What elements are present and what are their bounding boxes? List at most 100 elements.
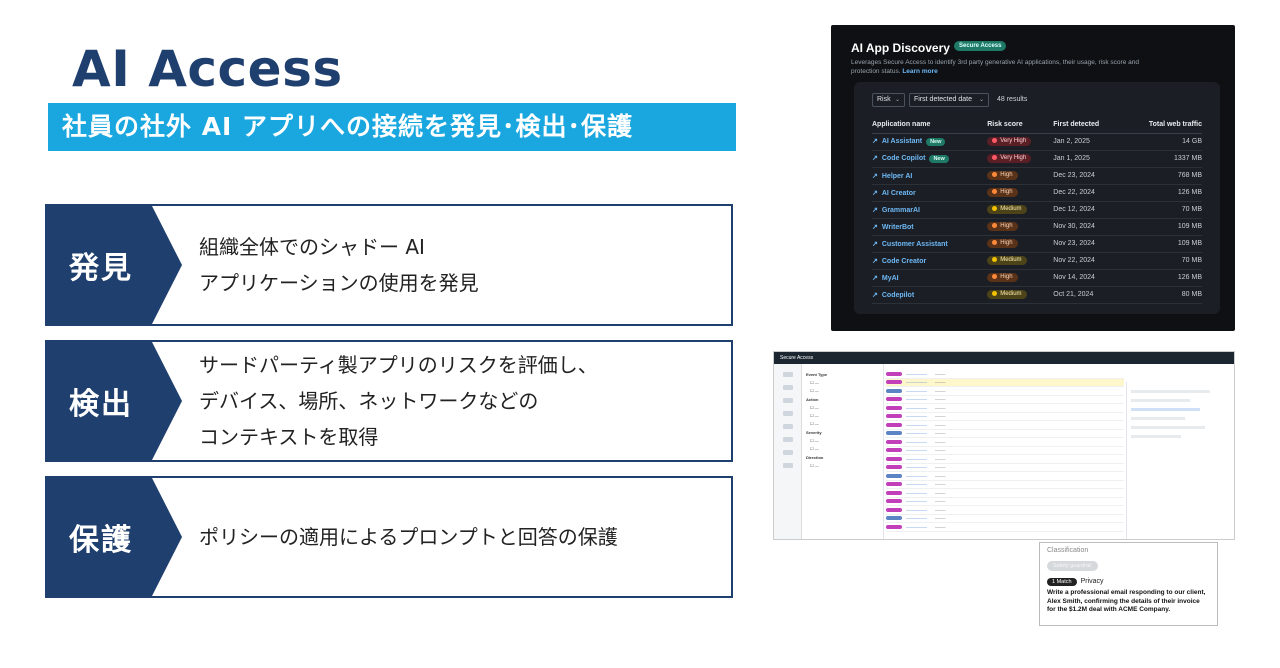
event-row[interactable]: ――――――――― <box>886 523 1124 532</box>
column-header[interactable]: Application name <box>872 116 988 134</box>
column-header[interactable]: Total web traffic <box>1122 116 1202 134</box>
app-name-cell[interactable]: ↗MyAI <box>872 269 988 287</box>
learn-more-link[interactable]: Learn more <box>902 68 938 75</box>
column-header[interactable]: Risk score <box>987 116 1054 134</box>
event-row[interactable]: ――――――――― <box>886 430 1124 438</box>
event-row[interactable]: ――――――――― <box>886 447 1124 455</box>
event-link[interactable]: ―――――― <box>906 456 927 461</box>
event-row[interactable]: ――――――――― <box>886 387 1124 396</box>
event-link[interactable]: ―――――― <box>906 507 927 512</box>
event-cell: ――― <box>935 397 946 402</box>
card-tag-label: 検出 <box>69 387 133 422</box>
event-link[interactable]: ―――――― <box>906 371 927 376</box>
event-cell: ――― <box>935 414 946 419</box>
date-cell: Nov 30, 2024 <box>1053 218 1123 236</box>
column-header[interactable]: First detected <box>1053 116 1123 134</box>
results-count: 48 results <box>997 96 1028 103</box>
event-link[interactable]: ―――――― <box>906 524 927 529</box>
event-row[interactable]: ――――――――― <box>886 498 1124 506</box>
event-row[interactable]: ――――――――― <box>886 464 1124 472</box>
risk-pill: High <box>987 239 1018 248</box>
chevron-down-icon: ⌄ <box>978 97 984 103</box>
nav-icon[interactable] <box>782 450 793 455</box>
event-link[interactable]: ―――――― <box>906 499 927 504</box>
event-link[interactable]: ―――――― <box>906 380 927 385</box>
event-row[interactable]: ――――――――― <box>886 421 1124 430</box>
nav-icon[interactable] <box>782 398 793 403</box>
app-name-cell[interactable]: ↗AI Creator <box>872 184 988 202</box>
nav-icon[interactable] <box>782 424 793 429</box>
app-name-cell[interactable]: ↗WriterBot <box>872 218 988 236</box>
event-row[interactable]: ――――――――― <box>886 396 1124 404</box>
event-link[interactable]: ―――――― <box>906 414 927 419</box>
app-name-cell[interactable]: ↗GrammarAI <box>872 201 988 219</box>
filter-option[interactable]: ☐ ― <box>810 446 819 451</box>
app-name-cell[interactable]: ↗Codepilot <box>872 286 988 304</box>
event-cell: ――― <box>935 456 946 461</box>
filter-option[interactable]: ☐ ― <box>810 405 819 410</box>
risk-pill: High <box>987 171 1018 180</box>
filter-option[interactable]: ☐ ― <box>810 463 819 468</box>
filter-option[interactable]: ☐ ― <box>810 388 819 393</box>
event-link[interactable]: ―――――― <box>906 516 927 521</box>
event-type-pill <box>886 456 902 461</box>
event-row[interactable]: ――――――――― <box>886 438 1124 447</box>
card-detect: 検出 サードパーティ製アプリのリスクを評価し、 デバイス、場所、ネットワークなど… <box>45 340 733 462</box>
filter-option[interactable]: ☐ ― <box>810 438 819 443</box>
filter-option[interactable]: ☐ ― <box>810 380 819 385</box>
filter-option[interactable]: ☐ ― <box>810 421 819 426</box>
app-name-cell[interactable]: ↗Customer Assistant <box>872 235 988 253</box>
event-link[interactable]: ―――――― <box>906 473 927 478</box>
card-discover: 発見 組織全体でのシャドー AI アプリケーションの使用を発見 <box>45 204 733 326</box>
nav-icon[interactable] <box>782 385 793 390</box>
app-name-cell[interactable]: ↗Helper AI <box>872 167 988 185</box>
event-link[interactable]: ―――――― <box>906 397 927 402</box>
filter-option[interactable]: ☐ ― <box>810 413 819 418</box>
filter-heading: Direction <box>806 455 824 460</box>
event-row[interactable]: ――――――――― <box>886 481 1124 489</box>
event-row[interactable]: ――――――――― <box>886 370 1124 379</box>
event-link[interactable]: ―――――― <box>906 388 927 393</box>
event-row[interactable]: ――――――――― <box>886 378 1124 387</box>
event-link[interactable]: ―――――― <box>906 405 927 410</box>
event-link[interactable]: ―――――― <box>906 422 927 427</box>
card-line: デバイス、場所、ネットワークなどの <box>199 389 539 413</box>
match-type: Privacy <box>1080 578 1104 585</box>
event-row[interactable]: ――――――――― <box>886 515 1124 523</box>
risk-icon <box>992 189 998 195</box>
event-row[interactable]: ――――――――― <box>886 413 1124 421</box>
card-line: コンテキストを取得 <box>199 425 379 449</box>
event-link[interactable]: ―――――― <box>906 439 927 444</box>
nav-icon[interactable] <box>782 372 793 377</box>
event-link[interactable]: ―――――― <box>906 465 927 470</box>
event-link[interactable]: ―――――― <box>906 431 927 436</box>
event-link[interactable]: ―――――― <box>906 448 927 453</box>
event-row[interactable]: ――――――――― <box>886 506 1124 515</box>
nav-icon[interactable] <box>782 437 793 442</box>
app-name: Codepilot <box>881 291 915 299</box>
event-cell: ――― <box>935 380 946 385</box>
event-row[interactable]: ――――――――― <box>886 472 1124 481</box>
event-row[interactable]: ――――――――― <box>886 404 1124 413</box>
date-filter[interactable]: First detected date⌄ <box>909 93 989 107</box>
nav-icon[interactable] <box>782 463 793 468</box>
event-row[interactable]: ――――――――― <box>886 455 1124 464</box>
nav-icon[interactable] <box>782 411 793 416</box>
event-link[interactable]: ―――――― <box>906 490 927 495</box>
event-link[interactable]: ―――――― <box>906 482 927 487</box>
app-name-cell[interactable]: ↗Code Creator <box>872 252 988 270</box>
event-row[interactable]: ――――――――― <box>886 489 1124 498</box>
risk-filter[interactable]: Risk⌄ <box>872 93 905 107</box>
